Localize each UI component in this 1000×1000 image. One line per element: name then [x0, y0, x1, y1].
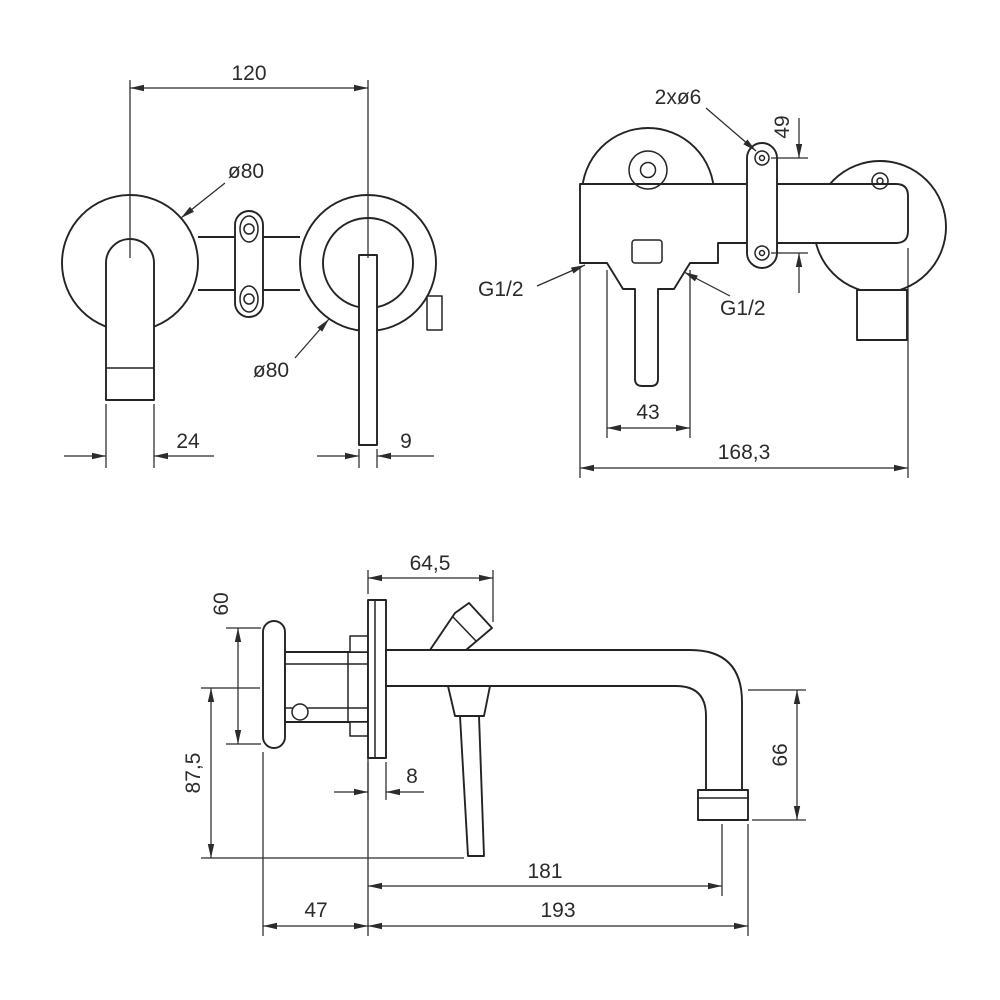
connection-left-outer: [628, 150, 668, 190]
wall-flange: [262, 620, 286, 749]
thread-left-label: G1/2: [478, 278, 524, 301]
inlet-port: [291, 703, 309, 721]
dim-plate-thickness-label: 8: [406, 765, 418, 788]
body-tab-bottom: [349, 721, 369, 737]
lever-up-position: [429, 602, 493, 651]
bracket-plate-rear: [746, 142, 778, 269]
lever-down: [459, 715, 485, 857]
label-thread-right: G1/2: [683, 271, 766, 320]
dim-overall-reach-label: 193: [540, 899, 575, 922]
rear-view: 2xø6 49 G1/2 G1/2 43 168,3: [478, 86, 947, 478]
dim-overall-width: 168,3: [579, 248, 909, 478]
dim-mounting-holes: 2xø6: [655, 86, 757, 152]
dim-plate-thickness: 8: [334, 762, 424, 800]
dim-spout-width: 24: [64, 404, 214, 468]
label-dia-left: ø80: [180, 160, 264, 219]
dim-overall-width-label: 168,3: [718, 441, 771, 464]
body-tab-top: [349, 635, 369, 653]
mounting-bracket-front: [234, 210, 264, 318]
lever-front: [358, 254, 378, 446]
dim-port-distance: 43: [606, 270, 691, 438]
dim-box-height-label: 60: [210, 592, 233, 615]
lever-up: [429, 602, 493, 651]
dim-port-distance-label: 43: [636, 401, 659, 424]
screw-hole-bottom: [243, 293, 255, 305]
dim-lever-drop-label: 87,5: [182, 753, 205, 794]
dia-right-label: ø80: [253, 359, 289, 382]
side-tab: [426, 295, 443, 331]
dim-box-height: 60: [210, 592, 261, 745]
dim-outlet-center-reach: 181: [367, 758, 723, 936]
dim-mounting-holes-label: 2xø6: [655, 86, 702, 109]
dim-lever-width-label: 9: [400, 430, 412, 453]
dim-wall-depth-label: 47: [304, 899, 327, 922]
outlet-rear: [856, 289, 908, 341]
mixer-body-rear: [579, 183, 909, 387]
dim-outlet-drop-label: 66: [769, 743, 792, 766]
screw-hole-top: [243, 223, 255, 235]
cartridge-base: [631, 239, 663, 264]
side-view: 64,5 60 87,5 8 66: [182, 552, 806, 936]
dim-lever-reach: 64,5: [367, 552, 494, 622]
wall-plate: [367, 599, 387, 759]
screw-hole-top-center: [758, 154, 766, 162]
aerator: [697, 789, 749, 821]
spout-front: [105, 238, 155, 401]
connection-left-inner: [639, 161, 657, 179]
screw-hole-bottom-center: [758, 249, 766, 257]
dim-overall-reach: 193: [368, 824, 749, 936]
dim-hole-spacing: 49: [771, 115, 808, 293]
dim-spout-width-label: 24: [176, 430, 200, 453]
dim-wall-depth: 47: [262, 752, 368, 936]
dim-lever-reach-label: 64,5: [410, 552, 451, 575]
dia-left-label: ø80: [228, 160, 264, 183]
dim-center-distance-label: 120: [231, 62, 266, 85]
front-view: 120 ø80 ø80 24 9: [61, 62, 443, 468]
thread-right-label: G1/2: [720, 297, 766, 320]
mounting-bracket-rear: [746, 142, 778, 269]
lever-up-edge: [452, 616, 477, 642]
dim-lever-width: 9: [317, 430, 434, 468]
label-thread-left: G1/2: [478, 264, 586, 301]
dim-outlet-drop: 66: [748, 689, 806, 821]
dim-outlet-center-reach-label: 181: [527, 860, 562, 883]
lever-down-position: [447, 685, 491, 857]
dim-hole-spacing-label: 49: [771, 115, 794, 138]
lever-collar: [447, 685, 491, 717]
connection-right-outer: [871, 172, 889, 190]
connection-right-inner: [876, 177, 884, 185]
dim-center-distance: 120: [129, 62, 369, 258]
dim-lever-drop: 87,5: [182, 687, 464, 859]
label-dia-right: ø80: [253, 318, 330, 382]
spout-side: [385, 649, 743, 791]
